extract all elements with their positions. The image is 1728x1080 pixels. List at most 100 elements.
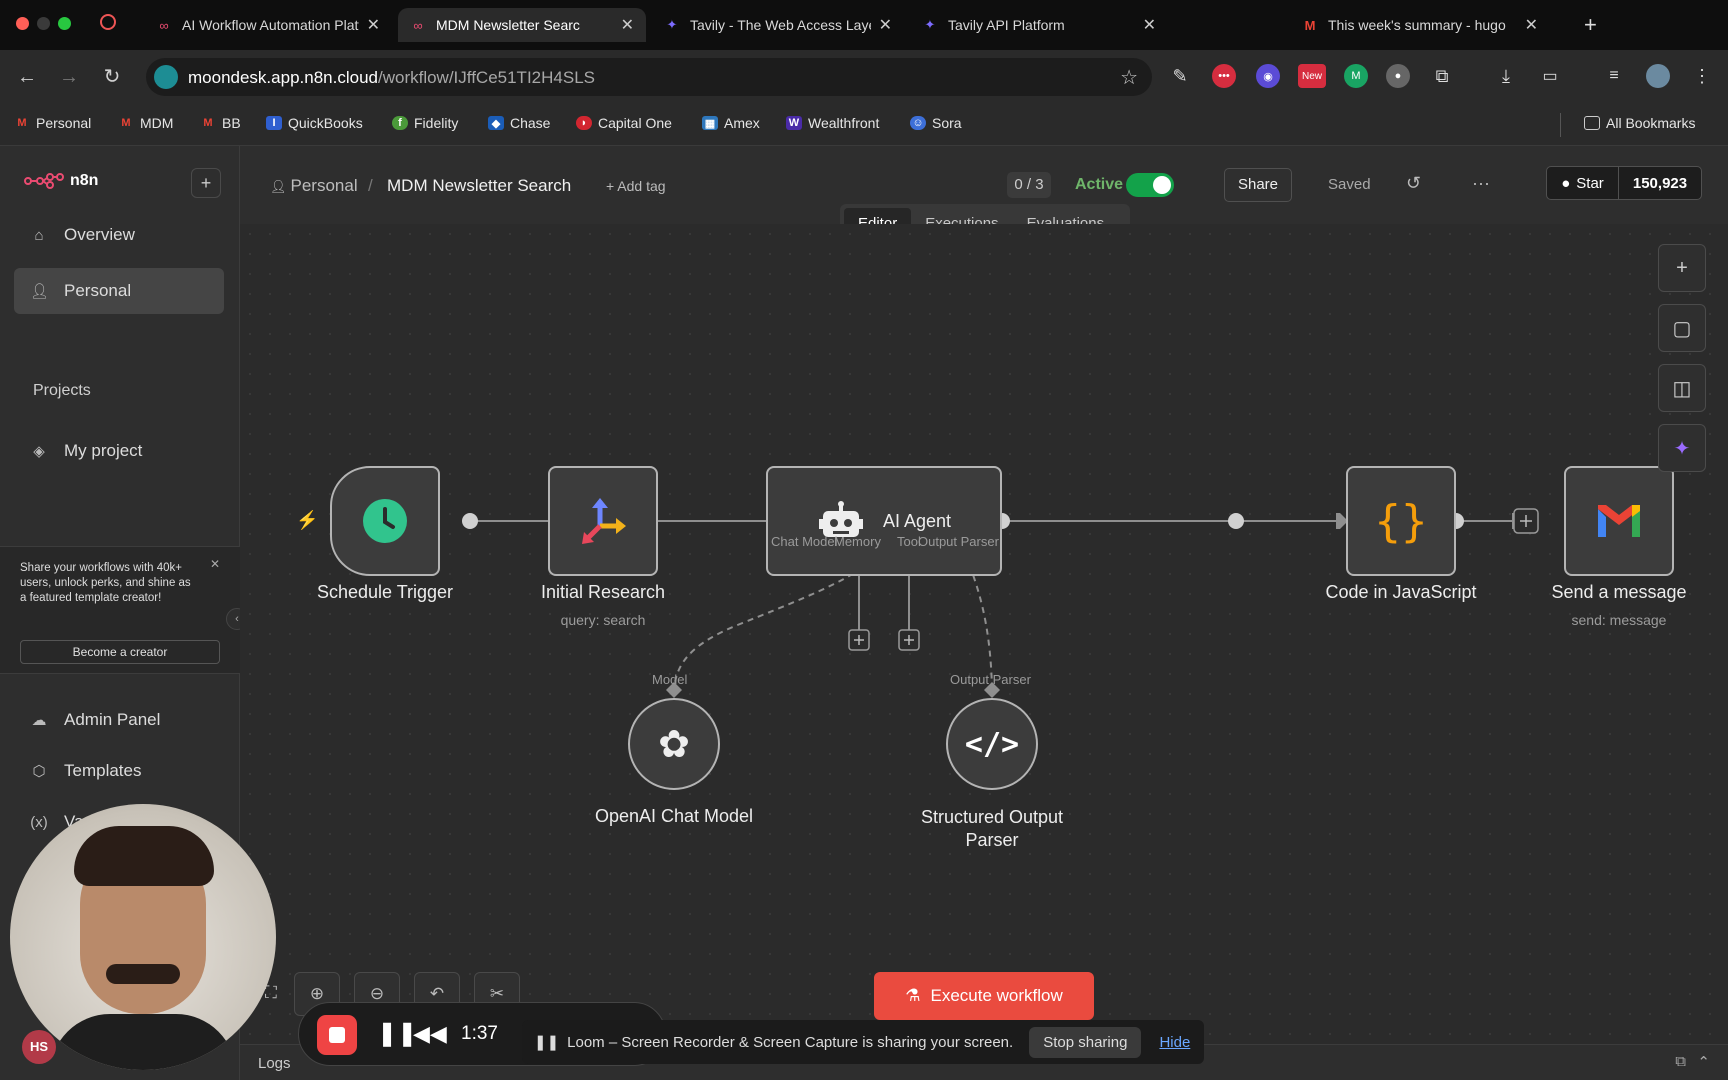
become-creator-button[interactable]: Become a creator — [20, 640, 220, 664]
reload-icon[interactable]: ↻ — [103, 66, 121, 88]
node-ai-agent[interactable]: AI Agent — [766, 466, 1002, 576]
execute-workflow-button[interactable]: ⚗Execute workflow — [874, 972, 1094, 1020]
toggle-panel-button[interactable]: ◫ — [1658, 364, 1706, 412]
divider — [1560, 113, 1561, 137]
add-tag-button[interactable]: + Add tag — [606, 178, 666, 194]
chevron-up-icon[interactable]: ⌃ — [1697, 1054, 1710, 1071]
download-icon[interactable]: ⤓ — [1502, 65, 1510, 86]
sidebar-item-personal[interactable]: 👤︎Personal — [14, 268, 224, 314]
workflow-name[interactable]: MDM Newsletter Search — [387, 176, 572, 195]
ai-assistant-button[interactable]: ✦ — [1658, 424, 1706, 472]
extension-icon[interactable]: ••• — [1212, 64, 1236, 88]
media-icon[interactable]: ≡ — [1609, 67, 1619, 84]
user-avatar[interactable]: HS — [22, 1030, 56, 1064]
node-structured-output-parser[interactable]: </> — [946, 698, 1038, 790]
all-bookmarks[interactable]: All Bookmarks — [1584, 115, 1695, 131]
close-icon[interactable]: ✕ — [1142, 17, 1156, 34]
profile-avatar[interactable] — [1646, 64, 1670, 88]
node-code-javascript[interactable]: {} — [1346, 466, 1456, 576]
close-icon[interactable]: ✕ — [878, 17, 892, 34]
active-toggle[interactable] — [1126, 173, 1174, 197]
node-send-message[interactable] — [1564, 466, 1674, 576]
stop-recording-button[interactable] — [317, 1015, 357, 1055]
n8n-logo[interactable]: n8n — [24, 172, 98, 190]
more-options-icon[interactable]: ··· — [1472, 173, 1490, 193]
close-icon[interactable]: ✕ — [210, 557, 221, 571]
bookmark-amex[interactable]: ▦Amex — [702, 115, 760, 131]
site-info-icon[interactable] — [154, 65, 178, 89]
user-icon: 👤︎ — [30, 283, 50, 300]
sidebar-item-my-project[interactable]: ◈My project — [14, 428, 224, 474]
breadcrumb-project[interactable]: 👤︎Personal — [270, 176, 358, 195]
stop-sharing-button[interactable]: Stop sharing — [1029, 1026, 1142, 1058]
n8n-favicon-icon: ∞ — [159, 17, 169, 33]
create-button[interactable]: + — [191, 168, 221, 198]
window-close-button[interactable] — [16, 17, 29, 30]
back-icon[interactable]: ← — [17, 66, 37, 88]
puzzle-icon[interactable]: ⧉ — [1435, 65, 1449, 86]
new-tab-icon[interactable]: + — [1584, 12, 1597, 37]
fit-view-icon[interactable]: ⛶ — [265, 983, 277, 1002]
address-bar[interactable]: moondesk.app.n8n.cloud/workflow/IJffCe51… — [146, 58, 1152, 96]
forward-icon[interactable]: → — [59, 66, 79, 88]
hide-link[interactable]: Hide — [1159, 1033, 1191, 1051]
tab-gmail-summary[interactable]: M This week's summary - hugo ✕ — [1290, 8, 1550, 42]
port-memory: Memory — [834, 534, 881, 549]
github-star-widget[interactable]: ●Star 150,923 — [1546, 166, 1702, 200]
eyedropper-icon[interactable]: ✎ — [1172, 65, 1188, 86]
pause-icon[interactable]: ❚❚ — [377, 1020, 418, 1047]
user-icon: 👤︎ — [270, 179, 287, 194]
node-label: Code in JavaScript — [1325, 582, 1477, 602]
node-label: OpenAI Chat Model — [594, 806, 754, 826]
tab-tavily-api[interactable]: ✦ Tavily API Platform ✕ — [910, 8, 1168, 42]
new-badge-icon[interactable]: New — [1298, 64, 1326, 88]
sidebar-item-admin-panel[interactable]: ☁Admin Panel — [31, 710, 161, 729]
window-minimize-button[interactable] — [37, 17, 50, 30]
close-icon[interactable]: ✕ — [620, 17, 634, 34]
workflow-canvas[interactable]: ⚡ Schedule Trigger Initial Research quer… — [240, 224, 1728, 1050]
tab-tavily[interactable]: ✦ Tavily - The Web Access Laye ✕ — [652, 8, 904, 42]
sidepanel-icon[interactable]: ▭ — [1542, 68, 1558, 85]
panel-icon: ◫ — [1672, 377, 1692, 400]
rewind-icon[interactable]: ◀◀ — [413, 1021, 447, 1046]
sidebar-item-templates[interactable]: ⬡Templates — [14, 748, 224, 794]
webcam-bubble — [10, 804, 276, 1070]
extension-icon[interactable]: ◉ — [1256, 64, 1280, 88]
bookmark-capital-one[interactable]: ◗Capital One — [576, 115, 672, 131]
sticky-note-button[interactable]: ▢ — [1658, 304, 1706, 352]
tab-ai-workflow[interactable]: ∞ AI Workflow Automation Platf ✕ — [144, 8, 392, 42]
github-star-button[interactable]: ●Star — [1547, 167, 1619, 199]
menu-icon[interactable]: ⋮ — [1693, 65, 1711, 86]
bookmark-chase[interactable]: ◆Chase — [488, 115, 550, 131]
popout-icon[interactable]: ⧉ — [1675, 1053, 1686, 1070]
bookmark-star-icon[interactable]: ☆ — [1120, 67, 1138, 89]
window-zoom-button[interactable] — [58, 17, 71, 30]
gmail-favicon-icon: M — [1304, 17, 1316, 33]
node-schedule-trigger[interactable] — [330, 466, 440, 576]
node-label: Send a message — [1551, 582, 1687, 602]
extension-icon[interactable]: M — [1344, 64, 1368, 88]
node-openai-chat-model[interactable]: ✿ — [628, 698, 720, 790]
sidebar-item-overview[interactable]: ⌂Overview — [14, 212, 224, 258]
extension-icon[interactable]: ● — [1386, 64, 1410, 88]
history-icon[interactable]: ↺ — [1406, 173, 1422, 193]
tab-mdm-newsletter[interactable]: ∞ MDM Newsletter Searc ✕ — [398, 8, 646, 42]
gmail-icon: M — [203, 117, 213, 129]
close-icon[interactable]: ✕ — [1524, 17, 1538, 34]
browser-tab-strip: ∞ AI Workflow Automation Platf ✕ ∞ MDM N… — [0, 0, 1728, 50]
node-initial-research[interactable] — [548, 466, 658, 576]
breadcrumb-separator: / — [368, 176, 373, 195]
add-node-button[interactable]: + — [1658, 244, 1706, 292]
share-button[interactable]: Share — [1224, 168, 1292, 202]
mustache-shape — [106, 964, 180, 984]
trigger-bolt-icon: ⚡ — [296, 510, 319, 530]
close-icon[interactable]: ✕ — [366, 17, 380, 34]
bookmark-sora[interactable]: ☺Sora — [910, 115, 962, 131]
